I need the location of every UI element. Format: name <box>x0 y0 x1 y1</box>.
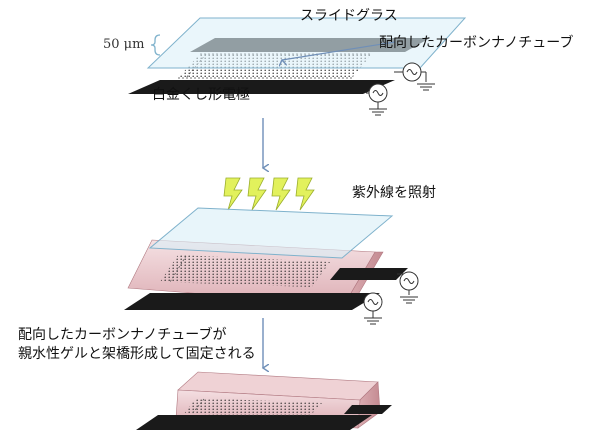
ac-source-icon <box>363 292 383 318</box>
stage3-assembly <box>136 371 392 430</box>
stage1-assembly <box>128 17 467 116</box>
comb-electrode-fingers <box>160 255 330 287</box>
fixed-caption-line2: 親水性ゲルと架橋形成して固定される <box>18 346 256 362</box>
slide-glass-top <box>148 207 394 259</box>
electrode-bar-lower <box>136 415 372 430</box>
comb-electrode-label: 白金くし形電極 <box>152 87 250 103</box>
ac-source-icon <box>366 83 388 109</box>
electrode-bar-upper <box>344 405 392 414</box>
uv-lightning-icon <box>223 177 315 211</box>
ground-icon <box>417 83 435 91</box>
electrode-bar-lower <box>128 80 395 94</box>
cnt-leader-line <box>282 41 396 60</box>
electrode-bar-upper <box>330 268 408 280</box>
ground-icon <box>369 108 387 116</box>
slide-glass-label: スライドグラス <box>300 8 398 24</box>
fixed-caption-line1: 配向したカーボンナノチューブが <box>18 327 227 343</box>
aligned-cnt-label: 配向したカーボンナノチューブ <box>379 35 574 51</box>
ground-icon <box>364 317 382 325</box>
uv-irradiation-label: 紫外線を照射 <box>352 185 436 201</box>
electrode-bar-lower <box>124 293 380 310</box>
stage2-assembly <box>124 207 419 325</box>
fixed-caption: 配向したカーボンナノチューブが 親水性ゲルと架橋形成して固定される <box>18 326 256 364</box>
ac-source-icon <box>397 271 419 295</box>
gap-bracket <box>150 34 161 56</box>
comb-electrode-fingers <box>184 398 322 418</box>
ground-icon <box>400 296 418 304</box>
gap-thickness-label: 50 μm <box>103 37 145 52</box>
ac-source-icon <box>394 62 427 82</box>
